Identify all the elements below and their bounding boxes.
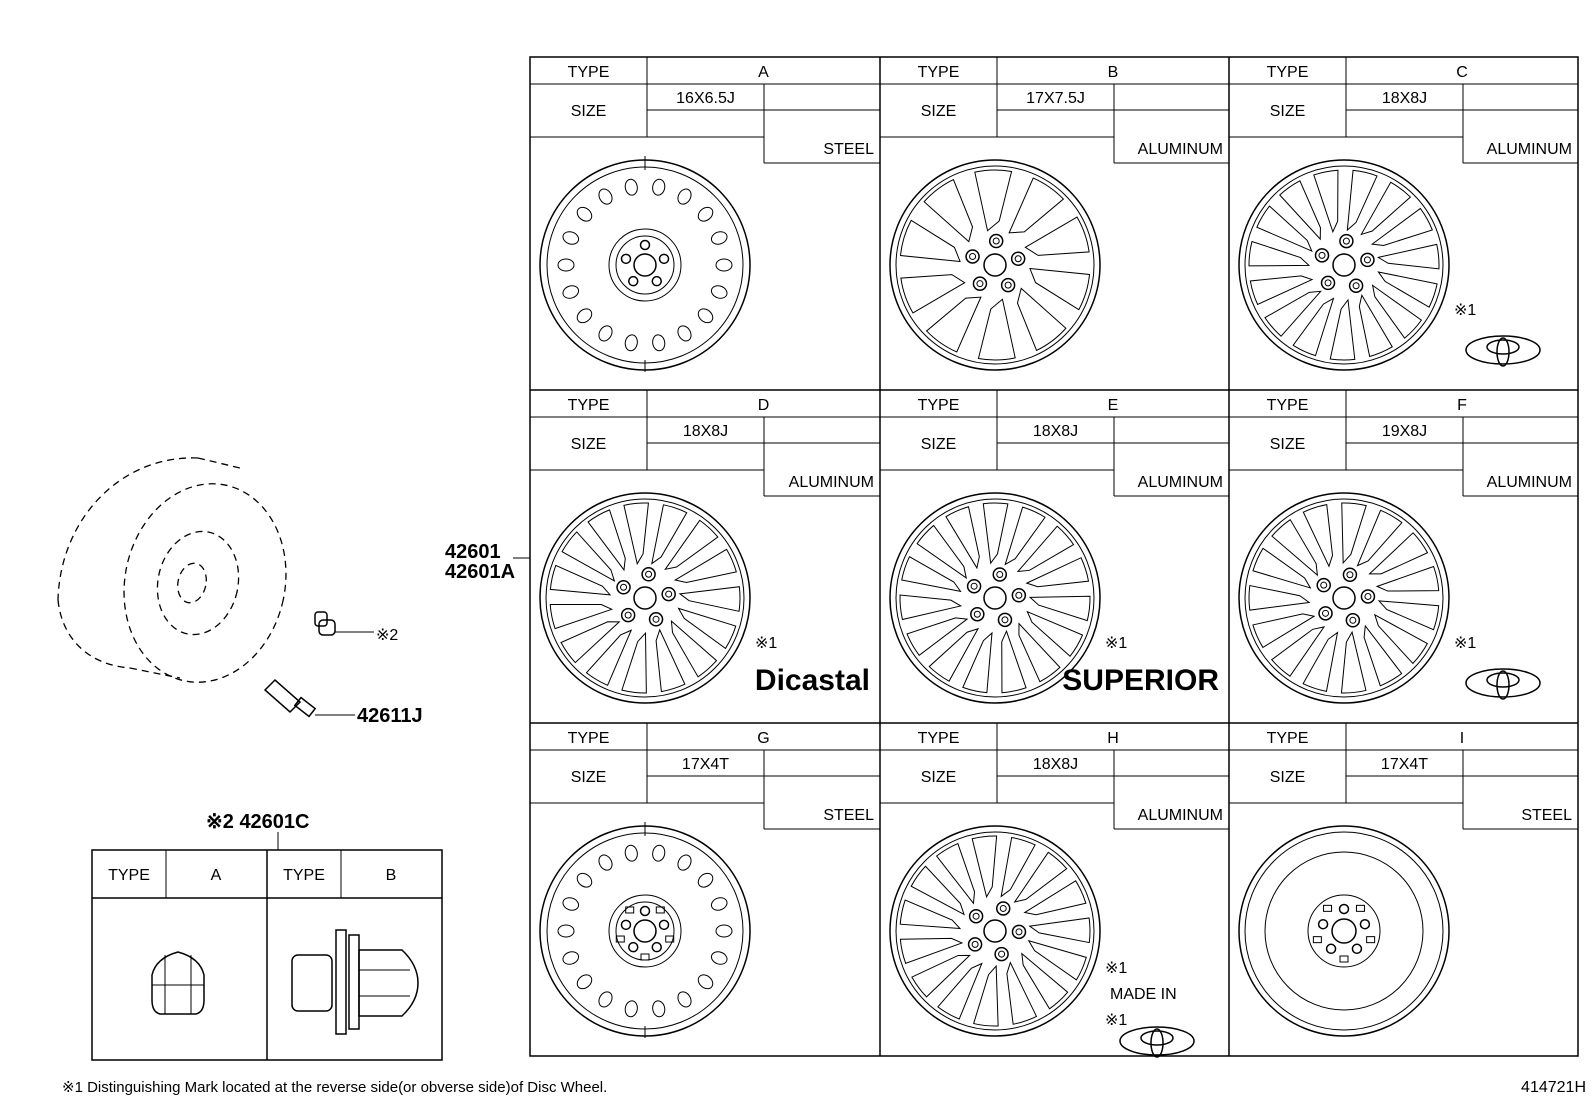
material-value: ALUMINUM: [1138, 474, 1223, 491]
size-label: SIZE: [1270, 436, 1306, 453]
type-value: E: [1108, 397, 1119, 414]
type-value: H: [1107, 730, 1119, 747]
footnote: ※1 Distinguishing Mark located at the re…: [62, 1079, 607, 1096]
size-label: SIZE: [571, 436, 607, 453]
type-value: A: [758, 64, 769, 81]
nut-table: [91, 849, 443, 1061]
type-label: TYPE: [1267, 397, 1309, 414]
alloy-wheel-icon: [889, 492, 1101, 704]
type-label: TYPE: [918, 730, 960, 747]
alloy-wheel-icon: [539, 492, 751, 704]
wheel-illustrations: [539, 156, 1541, 1058]
type-value: F: [1457, 397, 1467, 414]
material-value: ALUMINUM: [1138, 141, 1223, 158]
diagram-id: 414721H: [1521, 1079, 1586, 1096]
type-value: B: [1108, 64, 1119, 81]
nut-type-a-label: TYPE: [108, 867, 150, 884]
material-value: STEEL: [823, 141, 874, 158]
toyota-logo-icon: [1465, 668, 1541, 700]
size-label: SIZE: [921, 103, 957, 120]
type-value: G: [757, 730, 769, 747]
material-value: STEEL: [1521, 807, 1572, 824]
mark-note: ※1: [1105, 635, 1127, 652]
size-value: 17X4T: [682, 756, 729, 773]
steel-wheel-icon: [539, 156, 751, 372]
type-label: TYPE: [1267, 64, 1309, 81]
material-value: ALUMINUM: [1138, 807, 1223, 824]
mark-note: ※1: [1454, 302, 1476, 319]
nut-type-b-label: TYPE: [283, 867, 325, 884]
size-value: 17X7.5J: [1026, 90, 1085, 107]
size-label: SIZE: [1270, 769, 1306, 786]
size-label: SIZE: [921, 769, 957, 786]
alloy-wheel-icon: [889, 825, 1101, 1037]
toyota-logo-icon: [1119, 1026, 1195, 1058]
made-in-label: MADE IN: [1110, 986, 1177, 1003]
material-value: ALUMINUM: [1487, 141, 1572, 158]
grid-border: [529, 56, 1579, 1057]
wheel-part-label-1: 42601: [445, 541, 501, 563]
mark-note: ※1: [755, 635, 777, 652]
nut-type-b-value: B: [386, 867, 397, 884]
nut-table-header: ※2 42601C: [206, 811, 310, 833]
distinguishing-mark-text: SUPERIOR: [1062, 664, 1219, 697]
type-value: C: [1456, 64, 1468, 81]
size-value: 18X8J: [1033, 423, 1078, 440]
type-value: I: [1460, 730, 1464, 747]
type-label: TYPE: [918, 64, 960, 81]
alloy-wheel-icon: [1238, 492, 1450, 704]
mark-note-2: ※1: [1105, 1012, 1127, 1029]
size-value: 18X8J: [683, 423, 728, 440]
tire-assembly-illustration: [57, 457, 287, 683]
material-value: ALUMINUM: [1487, 474, 1572, 491]
alloy-wheel-icon: [1238, 159, 1450, 371]
nut-type-a-icon: [151, 951, 205, 1015]
nut-type-a-value: A: [211, 867, 222, 884]
size-value: 19X8J: [1382, 423, 1427, 440]
type-label: TYPE: [568, 397, 610, 414]
valve-part-label: 42611J: [357, 705, 423, 727]
size-label: SIZE: [921, 436, 957, 453]
type-value: D: [758, 397, 770, 414]
spare-wheel-icon: [1238, 825, 1450, 1037]
mark-note: ※1: [1105, 960, 1127, 977]
type-label: TYPE: [1267, 730, 1309, 747]
size-value: 17X4T: [1381, 756, 1428, 773]
nut-type-b-icon: [291, 929, 419, 1035]
wheel-part-label-2: 42601A: [445, 561, 515, 583]
size-label: SIZE: [571, 769, 607, 786]
size-value: 18X8J: [1382, 90, 1427, 107]
distinguishing-mark-text: Dicastal: [755, 664, 870, 697]
size-label: SIZE: [571, 103, 607, 120]
toyota-logo-icon: [1465, 335, 1541, 367]
valve-stem-icon: [263, 678, 355, 718]
wheel-table-text: TYPE A SIZE 16X6.5J STEEL TYPE B SIZE 17X7.5J ALU…: [568, 64, 1573, 1029]
size-value: 18X8J: [1033, 756, 1078, 773]
size-label: SIZE: [1270, 103, 1306, 120]
steel-wheel-icon: [539, 822, 751, 1038]
wheel-table-grid: [529, 56, 1579, 1057]
type-label: TYPE: [568, 730, 610, 747]
material-value: ALUMINUM: [789, 474, 874, 491]
lug-nut-icon: [314, 611, 374, 636]
size-value: 16X6.5J: [676, 90, 735, 107]
material-value: STEEL: [823, 807, 874, 824]
alloy-wheel-icon: [889, 159, 1101, 371]
mark-note: ※1: [1454, 635, 1476, 652]
type-label: TYPE: [568, 64, 610, 81]
nut-ref-label: ※2: [376, 627, 398, 644]
type-label: TYPE: [918, 397, 960, 414]
